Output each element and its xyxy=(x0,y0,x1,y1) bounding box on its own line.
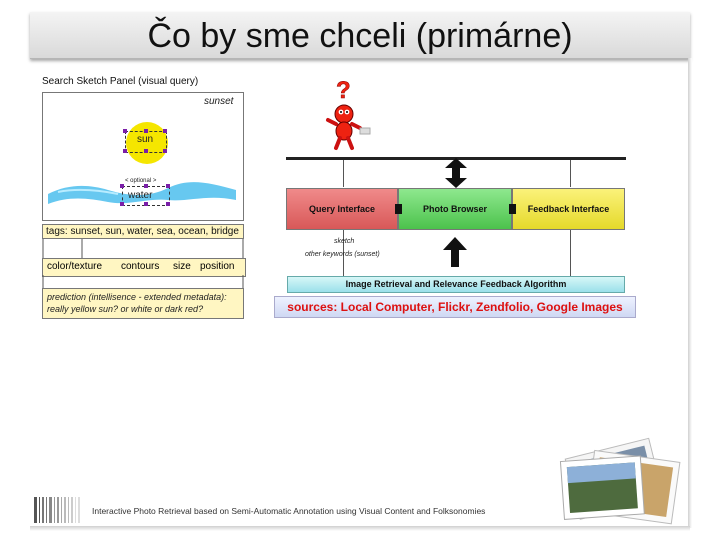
water-sketch xyxy=(48,182,236,204)
footer-text: Interactive Photo Retrieval based on Sem… xyxy=(92,506,486,516)
barcode-decoration xyxy=(34,497,80,523)
contours-label: contours xyxy=(121,261,160,272)
selection-handle xyxy=(144,202,148,206)
selection-handle xyxy=(144,149,148,153)
slide-title: Čo by sme chceli (primárne) xyxy=(147,17,573,55)
double-arrow-icon xyxy=(445,158,467,188)
feature-row: color/texture contours size position xyxy=(42,258,246,277)
connector-square xyxy=(395,204,402,214)
sunset-label: sunset xyxy=(204,96,234,107)
size-label: size xyxy=(173,261,191,272)
selection-handle xyxy=(144,184,148,188)
selection-handle xyxy=(144,129,148,133)
connector-line xyxy=(570,230,571,276)
slide-shadow xyxy=(688,58,692,528)
feedback-interface-box: Feedback Interface xyxy=(512,188,625,230)
prediction-box: prediction (intellisence - extended meta… xyxy=(42,288,244,319)
algorithm-box: Image Retrieval and Relevance Feedback A… xyxy=(287,276,625,293)
prediction-connector xyxy=(42,275,244,288)
optional-label: < optional > xyxy=(125,178,157,184)
selection-handle xyxy=(163,149,167,153)
tags-row: tags: sunset, sun, water, sea, ocean, br… xyxy=(42,224,244,239)
prediction-line-2: really yellow sun? or white or dark red? xyxy=(47,304,204,314)
keywords-label: other keywords (sunset) xyxy=(305,251,380,258)
svg-text:?: ? xyxy=(336,77,351,104)
position-label: position xyxy=(200,261,235,272)
sources-box: sources: Local Computer, Flickr, Zendfol… xyxy=(274,296,636,318)
slide-shadow xyxy=(30,526,690,531)
selection-handle xyxy=(120,202,124,206)
connector-line xyxy=(343,160,344,187)
selection-handle xyxy=(123,149,127,153)
selection-handle xyxy=(166,184,170,188)
user-question-figure: ? xyxy=(326,77,371,150)
selection-handle xyxy=(123,129,127,133)
connector-line xyxy=(570,160,571,187)
up-arrow-icon xyxy=(443,237,467,267)
selection-handle xyxy=(166,202,170,206)
photo-stack-image xyxy=(559,437,681,525)
selection-handle xyxy=(163,129,167,133)
sketch-panel-title: Search Sketch Panel (visual query) xyxy=(42,76,199,87)
query-interface-box: Query Interface xyxy=(286,188,398,230)
color-texture-label: color/texture xyxy=(47,261,103,272)
connector-square xyxy=(509,204,516,214)
sketch-label: sketch xyxy=(334,238,355,245)
photo-browser-box: Photo Browser xyxy=(398,188,512,230)
feature-connector xyxy=(42,239,244,258)
water-label: water xyxy=(128,190,153,201)
sun-label: sun xyxy=(137,134,154,145)
prediction-line-1: prediction (intellisence - extended meta… xyxy=(47,292,227,302)
selection-handle xyxy=(120,184,124,188)
title-bar: Čo by sme chceli (primárne) xyxy=(30,12,690,59)
connector-line xyxy=(343,230,344,276)
